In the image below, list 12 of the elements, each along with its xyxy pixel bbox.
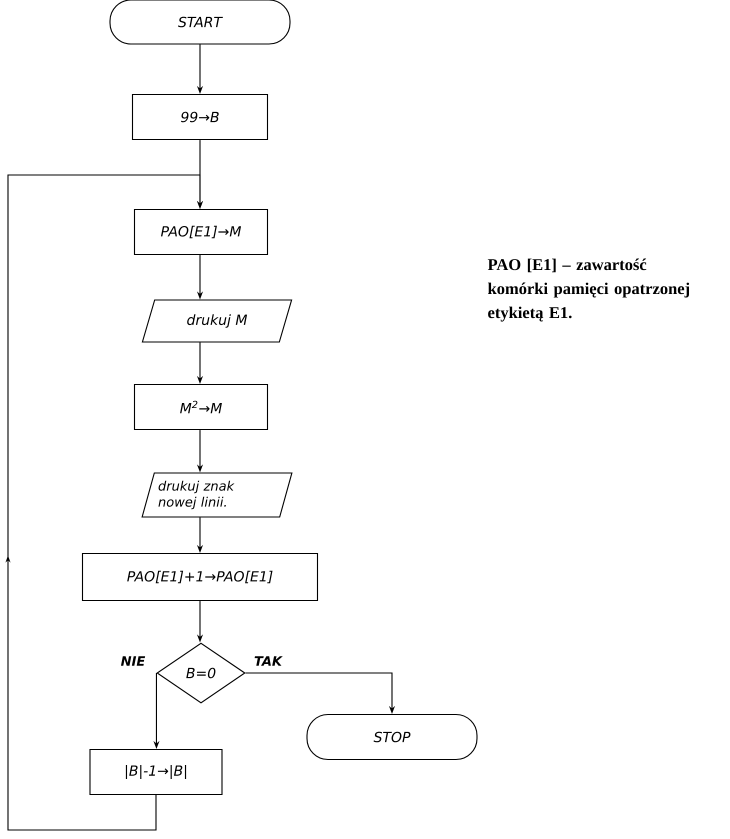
terminal-box: STOP: [306, 714, 478, 760]
process-box: |B|-1→|B|: [89, 748, 223, 796]
terminal-box: START: [109, 0, 291, 45]
note-text: PAO [E1] – zawartość komórki pamięci opatrzonej etykietą E1.: [488, 258, 690, 322]
io-parallelogram: drukuj M: [142, 299, 292, 343]
process-box: PAO[E1]+1→PAO[E1]: [82, 552, 318, 602]
edge-label: NIE: [120, 656, 146, 666]
edge-label: TAK: [254, 656, 283, 666]
process-box: M$^{2}$→M: [134, 384, 268, 430]
process-box: PAO[E1]→M: [134, 208, 268, 256]
process-box: 99→B: [132, 94, 268, 140]
arrow: [5, 174, 204, 831]
